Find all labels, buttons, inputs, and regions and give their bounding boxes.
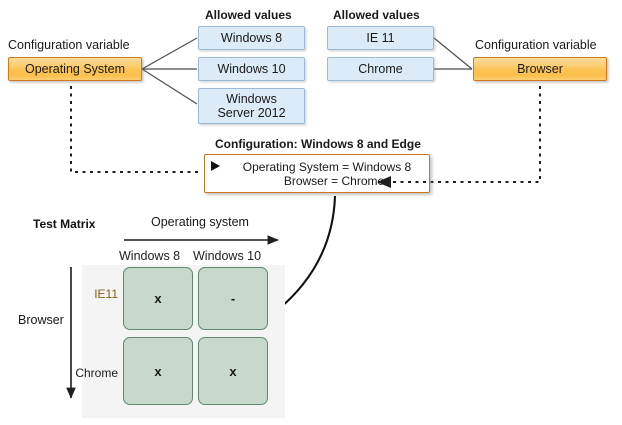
- os-allowed-value-windows-10[interactable]: Windows 10: [198, 57, 305, 81]
- matrix-cell-ie11-windows-10[interactable]: -: [198, 267, 268, 330]
- os-allowed-values-caption: Allowed values: [205, 8, 292, 22]
- matrix-y-axis-title: Browser: [18, 313, 64, 327]
- matrix-title: Test Matrix: [33, 217, 96, 231]
- matrix-x-axis-title: Operating system: [151, 215, 249, 229]
- browser-allowed-value-ie-11[interactable]: IE 11: [327, 26, 434, 50]
- configuration-line-os: Operating System = Windows 8: [242, 159, 412, 174]
- browser-variable-caption: Configuration variable: [475, 38, 597, 52]
- play-triangle-icon: [211, 161, 220, 171]
- os-fanout-lines: [141, 37, 198, 105]
- configuration-box[interactable]: Operating System = Windows 8 Browser = C…: [204, 154, 430, 193]
- matrix-column-header-windows-10: Windows 10: [193, 249, 262, 263]
- matrix-row-header-chrome: Chrome: [75, 366, 118, 380]
- matrix-cell-ie11-windows-8[interactable]: x: [123, 267, 193, 330]
- matrix-column-header-windows-8: Windows 8: [119, 249, 181, 263]
- browser-variable-box[interactable]: Browser: [473, 57, 607, 81]
- os-variable-box[interactable]: Operating System: [8, 57, 142, 81]
- browser-allowed-values-caption: Allowed values: [333, 8, 420, 22]
- configuration-caption: Configuration: Windows 8 and Edge: [215, 137, 421, 151]
- matrix-cell-chrome-windows-8[interactable]: x: [123, 337, 193, 405]
- os-variable-caption: Configuration variable: [8, 38, 130, 52]
- matrix-row-header-ie11: IE11: [94, 287, 118, 301]
- configuration-line-browser: Browser = Chrome: [283, 173, 385, 188]
- os-allowed-value-windows-server-2012[interactable]: Windows Server 2012: [198, 88, 305, 124]
- browser-allowed-value-chrome[interactable]: Chrome: [327, 57, 434, 81]
- browser-fanin-lines: [433, 37, 473, 70]
- matrix-cell-chrome-windows-10[interactable]: x: [198, 337, 268, 405]
- os-allowed-value-windows-8[interactable]: Windows 8: [198, 26, 305, 50]
- os-to-config-dotted: [70, 86, 200, 173]
